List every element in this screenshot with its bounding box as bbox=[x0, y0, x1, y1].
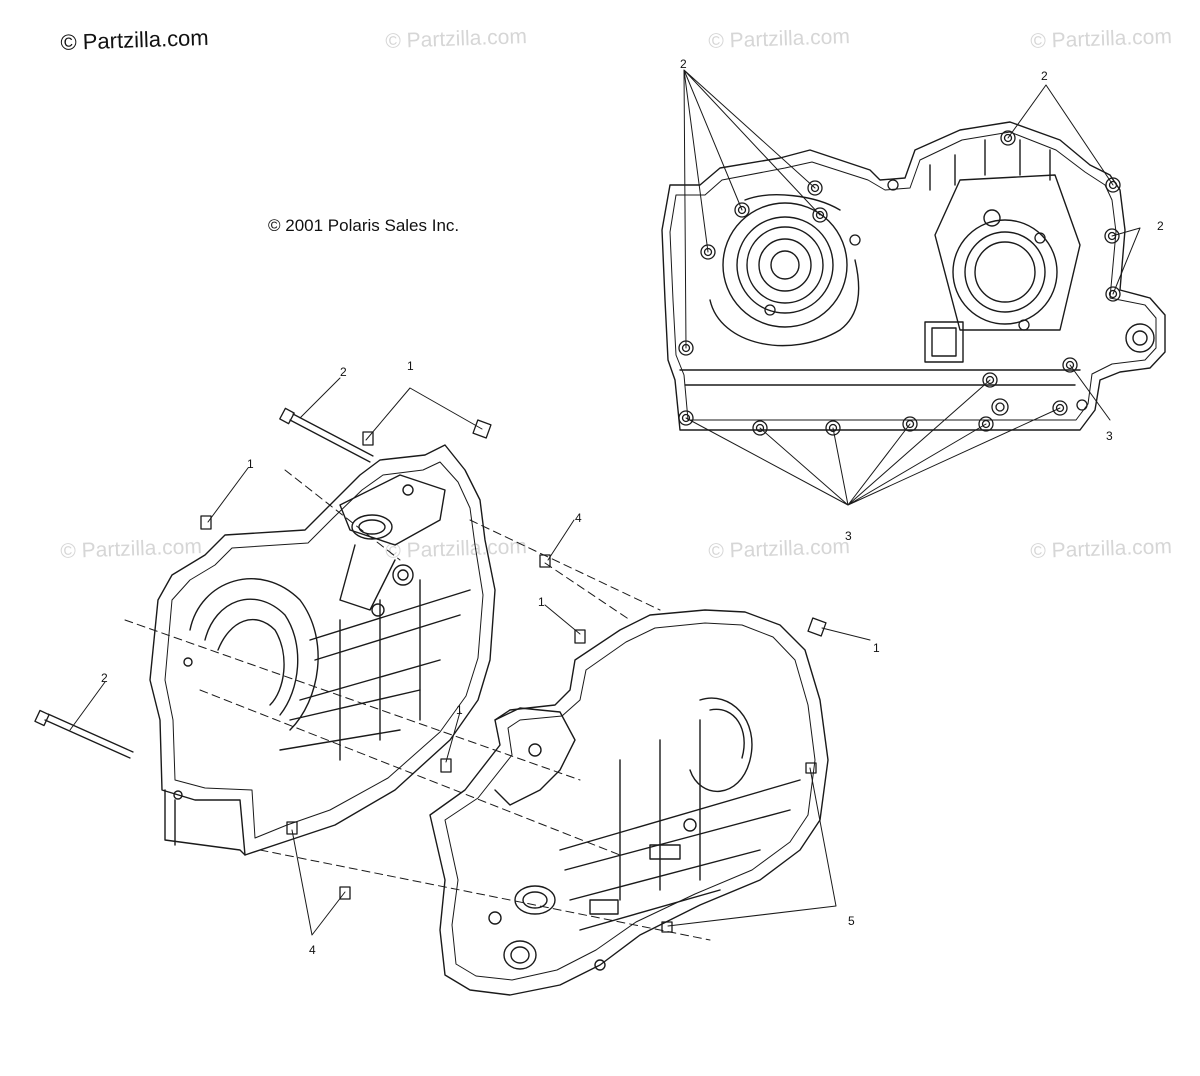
left-crankcase-half bbox=[149, 444, 496, 856]
callout-number: 4 bbox=[575, 511, 582, 525]
callout-number: 2 bbox=[340, 365, 347, 379]
callout-number: 1 bbox=[407, 359, 414, 373]
callout-number: 1 bbox=[873, 641, 880, 655]
leader-lines bbox=[69, 377, 871, 936]
callout-number: 2 bbox=[101, 671, 108, 685]
callout-number: 2 bbox=[1157, 219, 1164, 233]
crankcase-face-view bbox=[661, 69, 1166, 506]
copyright-text: © 2001 Polaris Sales Inc. bbox=[268, 216, 460, 235]
callout-number: 3 bbox=[1106, 429, 1113, 443]
callout-number: 1 bbox=[456, 703, 463, 717]
callout-number: 4 bbox=[309, 943, 316, 957]
callout-number: 2 bbox=[1041, 69, 1048, 83]
callout-number: 1 bbox=[247, 457, 254, 471]
alignment-lines bbox=[124, 469, 711, 941]
fasteners bbox=[34, 407, 827, 933]
callout-number: 1 bbox=[538, 595, 545, 609]
callout-number: 2 bbox=[680, 57, 687, 71]
callout-number: 3 bbox=[845, 529, 852, 543]
right-crankcase-half bbox=[429, 609, 829, 996]
callout-number: 5 bbox=[848, 914, 855, 928]
